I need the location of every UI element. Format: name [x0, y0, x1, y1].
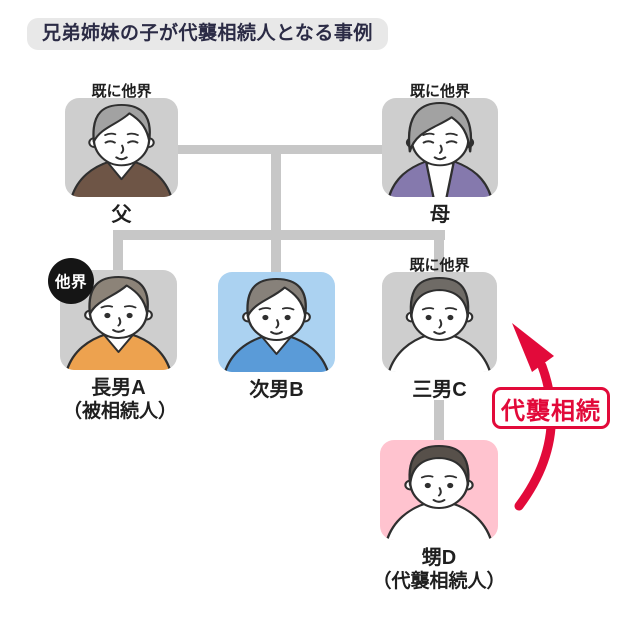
family-line-drop-son-b — [271, 234, 281, 273]
deceased-badge: 他界 — [48, 258, 94, 304]
person-card-son-c: 既に他界 三男C — [382, 257, 497, 402]
person-box — [218, 272, 335, 372]
person-name: 次男B — [249, 379, 304, 401]
substitute-inheritance-label: 代襲相続 — [492, 387, 610, 429]
status-label: 既に他界 — [91, 83, 152, 100]
son-b-avatar-illustration — [223, 278, 330, 372]
person-role: （代襲相続人） — [372, 571, 506, 592]
person-box — [65, 98, 178, 197]
son-a-avatar-illustration — [65, 276, 172, 370]
person-box — [382, 272, 497, 372]
person-box — [60, 270, 177, 370]
person-name: 甥D — [421, 547, 457, 569]
person-card-son-b: 次男B — [218, 272, 335, 402]
person-card-father: 既に他界 父 — [65, 83, 178, 227]
family-line-drop-son-c — [434, 234, 444, 273]
family-line-parents-down — [271, 149, 281, 236]
diagram-title: 兄弟姉妹の子が代襲相続人となる事例 — [27, 18, 388, 50]
person-box — [380, 440, 498, 540]
person-name: 母 — [430, 204, 450, 226]
mother-avatar-illustration — [387, 101, 493, 197]
son-c-avatar-illustration — [387, 277, 492, 372]
status-label: 既に他界 — [409, 83, 471, 100]
status-label: 既に他界 — [409, 257, 470, 274]
person-card-son-a: 他界 長男A （被相続人） — [48, 258, 177, 424]
person-name: 長男A — [91, 377, 146, 399]
person-role: （被相続人） — [62, 401, 177, 422]
person-card-mother: 既に他界 母 — [382, 83, 498, 227]
person-card-nephew-d: 甥D （代襲相続人） — [372, 440, 506, 594]
person-name: 父 — [111, 204, 132, 226]
father-avatar-illustration — [70, 103, 173, 197]
person-box — [382, 98, 498, 197]
family-line-drop-son-a — [113, 234, 123, 271]
family-line-son-c-to-nephew — [434, 400, 444, 441]
person-name: 三男C — [412, 379, 467, 401]
nephew-d-avatar-illustration — [385, 445, 493, 540]
